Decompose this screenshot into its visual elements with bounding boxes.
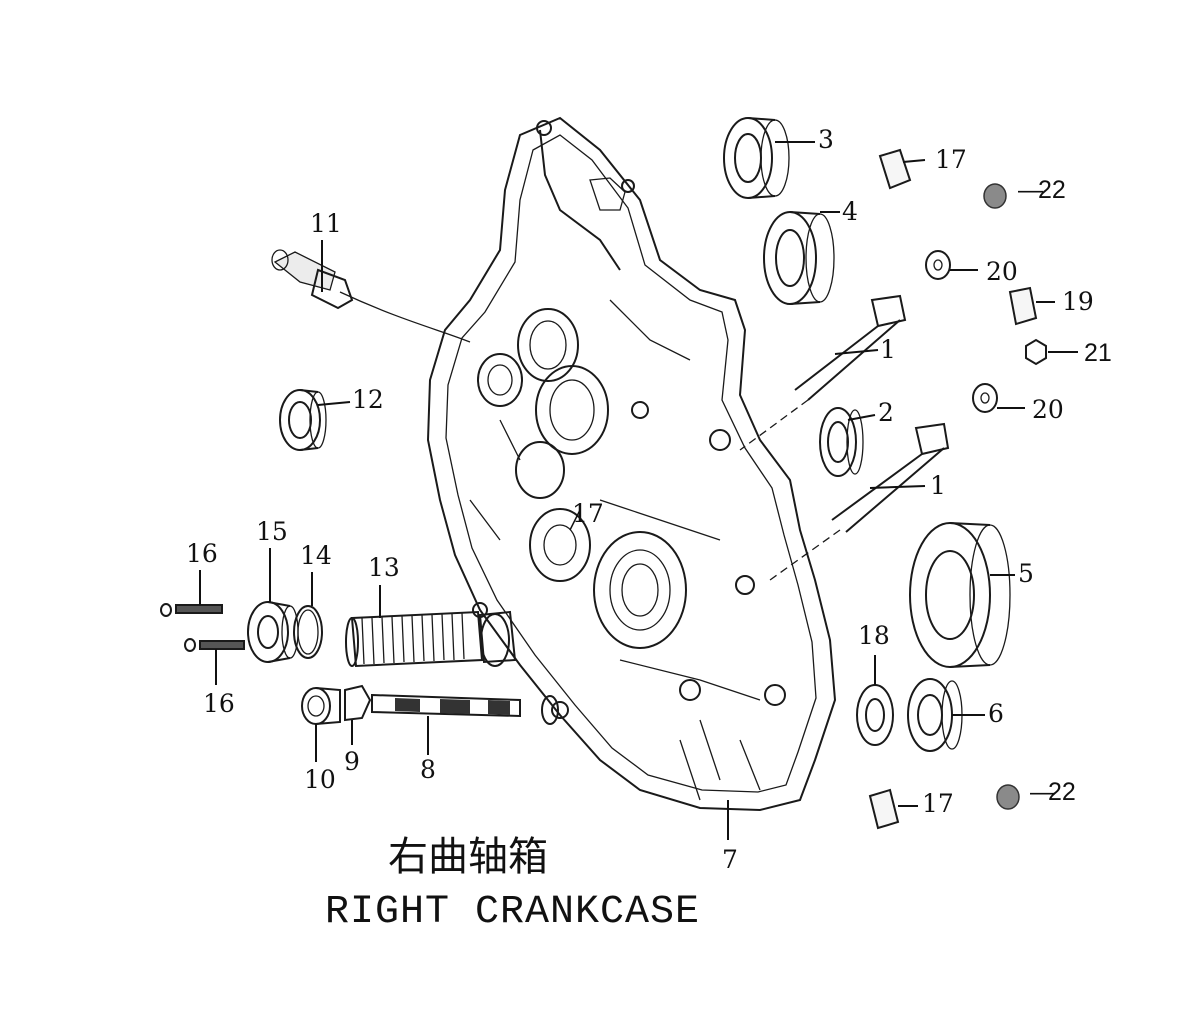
fitting-part-11 [271, 249, 471, 343]
label-part-19: 19 [1062, 287, 1094, 316]
label-part-8: 8 [420, 755, 436, 784]
label-part-9: 9 [344, 747, 360, 776]
label-part-17a: 17 [935, 145, 967, 174]
label-part-22b-dash: — [1030, 778, 1055, 806]
oil-filter-part-13 [345, 610, 517, 668]
nut-part-21 [1025, 338, 1047, 366]
label-part-6: 6 [988, 699, 1004, 728]
label-part-2: 2 [878, 398, 894, 427]
bolt-part-16-lower [184, 638, 245, 652]
washer-part-20-lower [972, 383, 998, 413]
label-part-4: 4 [842, 197, 858, 226]
leader-lines [199, 141, 1078, 840]
label-part-3: 3 [818, 125, 834, 154]
label-part-7: 7 [722, 845, 738, 874]
label-part-12: 12 [352, 385, 384, 414]
dowel-part-19 [1008, 286, 1038, 326]
nut-part-22-lower [996, 784, 1020, 810]
strainer-part-8 [371, 693, 521, 718]
label-part-10: 10 [304, 765, 336, 794]
label-part-17c: 17 [922, 789, 954, 818]
diagram-title: 右曲轴箱 RIGHT CRANKCASE [325, 834, 700, 935]
label-part-16b: 16 [203, 689, 235, 718]
label-part-11: 11 [310, 209, 342, 238]
label-part-22a-dash: — [1018, 176, 1043, 204]
washer-part-9 [344, 684, 372, 722]
label-part-18: 18 [858, 621, 890, 650]
filter-cover-part-15 [247, 601, 299, 663]
seal-part-2 [819, 407, 864, 477]
label-part-22a: 22 [1038, 176, 1066, 204]
plug-part-10 [301, 687, 341, 725]
washer-part-20-upper [925, 250, 951, 280]
nut-part-22-upper [983, 183, 1007, 209]
label-part-15: 15 [256, 517, 288, 546]
label-part-20a: 20 [986, 257, 1018, 286]
label-part-1a: 1 [880, 335, 896, 364]
part-number-labels: 1 1 2 3 4 5 6 7 8 9 10 11 12 13 14 15 16… [186, 125, 1112, 874]
bolt-part-16-upper [160, 603, 223, 617]
label-part-16a: 16 [186, 539, 218, 568]
right-crankcase-body [426, 116, 837, 812]
oil-seal-part-12 [279, 389, 327, 451]
bearing-part-4 [763, 211, 835, 305]
dowel-part-17-upper [878, 148, 912, 190]
bearing-part-3 [723, 117, 790, 199]
label-part-5: 5 [1018, 559, 1034, 588]
label-part-13: 13 [368, 553, 400, 582]
dowel-part-17-lower [868, 788, 900, 830]
bolt-part-1-upper [739, 294, 907, 451]
label-part-22b: 22 [1048, 778, 1076, 806]
bearing-part-18 [856, 684, 894, 746]
bolt-part-1-lower [769, 422, 950, 581]
label-part-21: 21 [1084, 339, 1112, 367]
bearing-part-5 [909, 522, 1011, 668]
label-part-14: 14 [300, 541, 332, 570]
label-part-20b: 20 [1032, 395, 1064, 424]
label-part-1b: 1 [930, 471, 946, 500]
title-chinese: 右曲轴箱 [388, 834, 548, 880]
title-english: RIGHT CRANKCASE [325, 890, 700, 935]
label-part-17b: 17 [572, 499, 604, 528]
